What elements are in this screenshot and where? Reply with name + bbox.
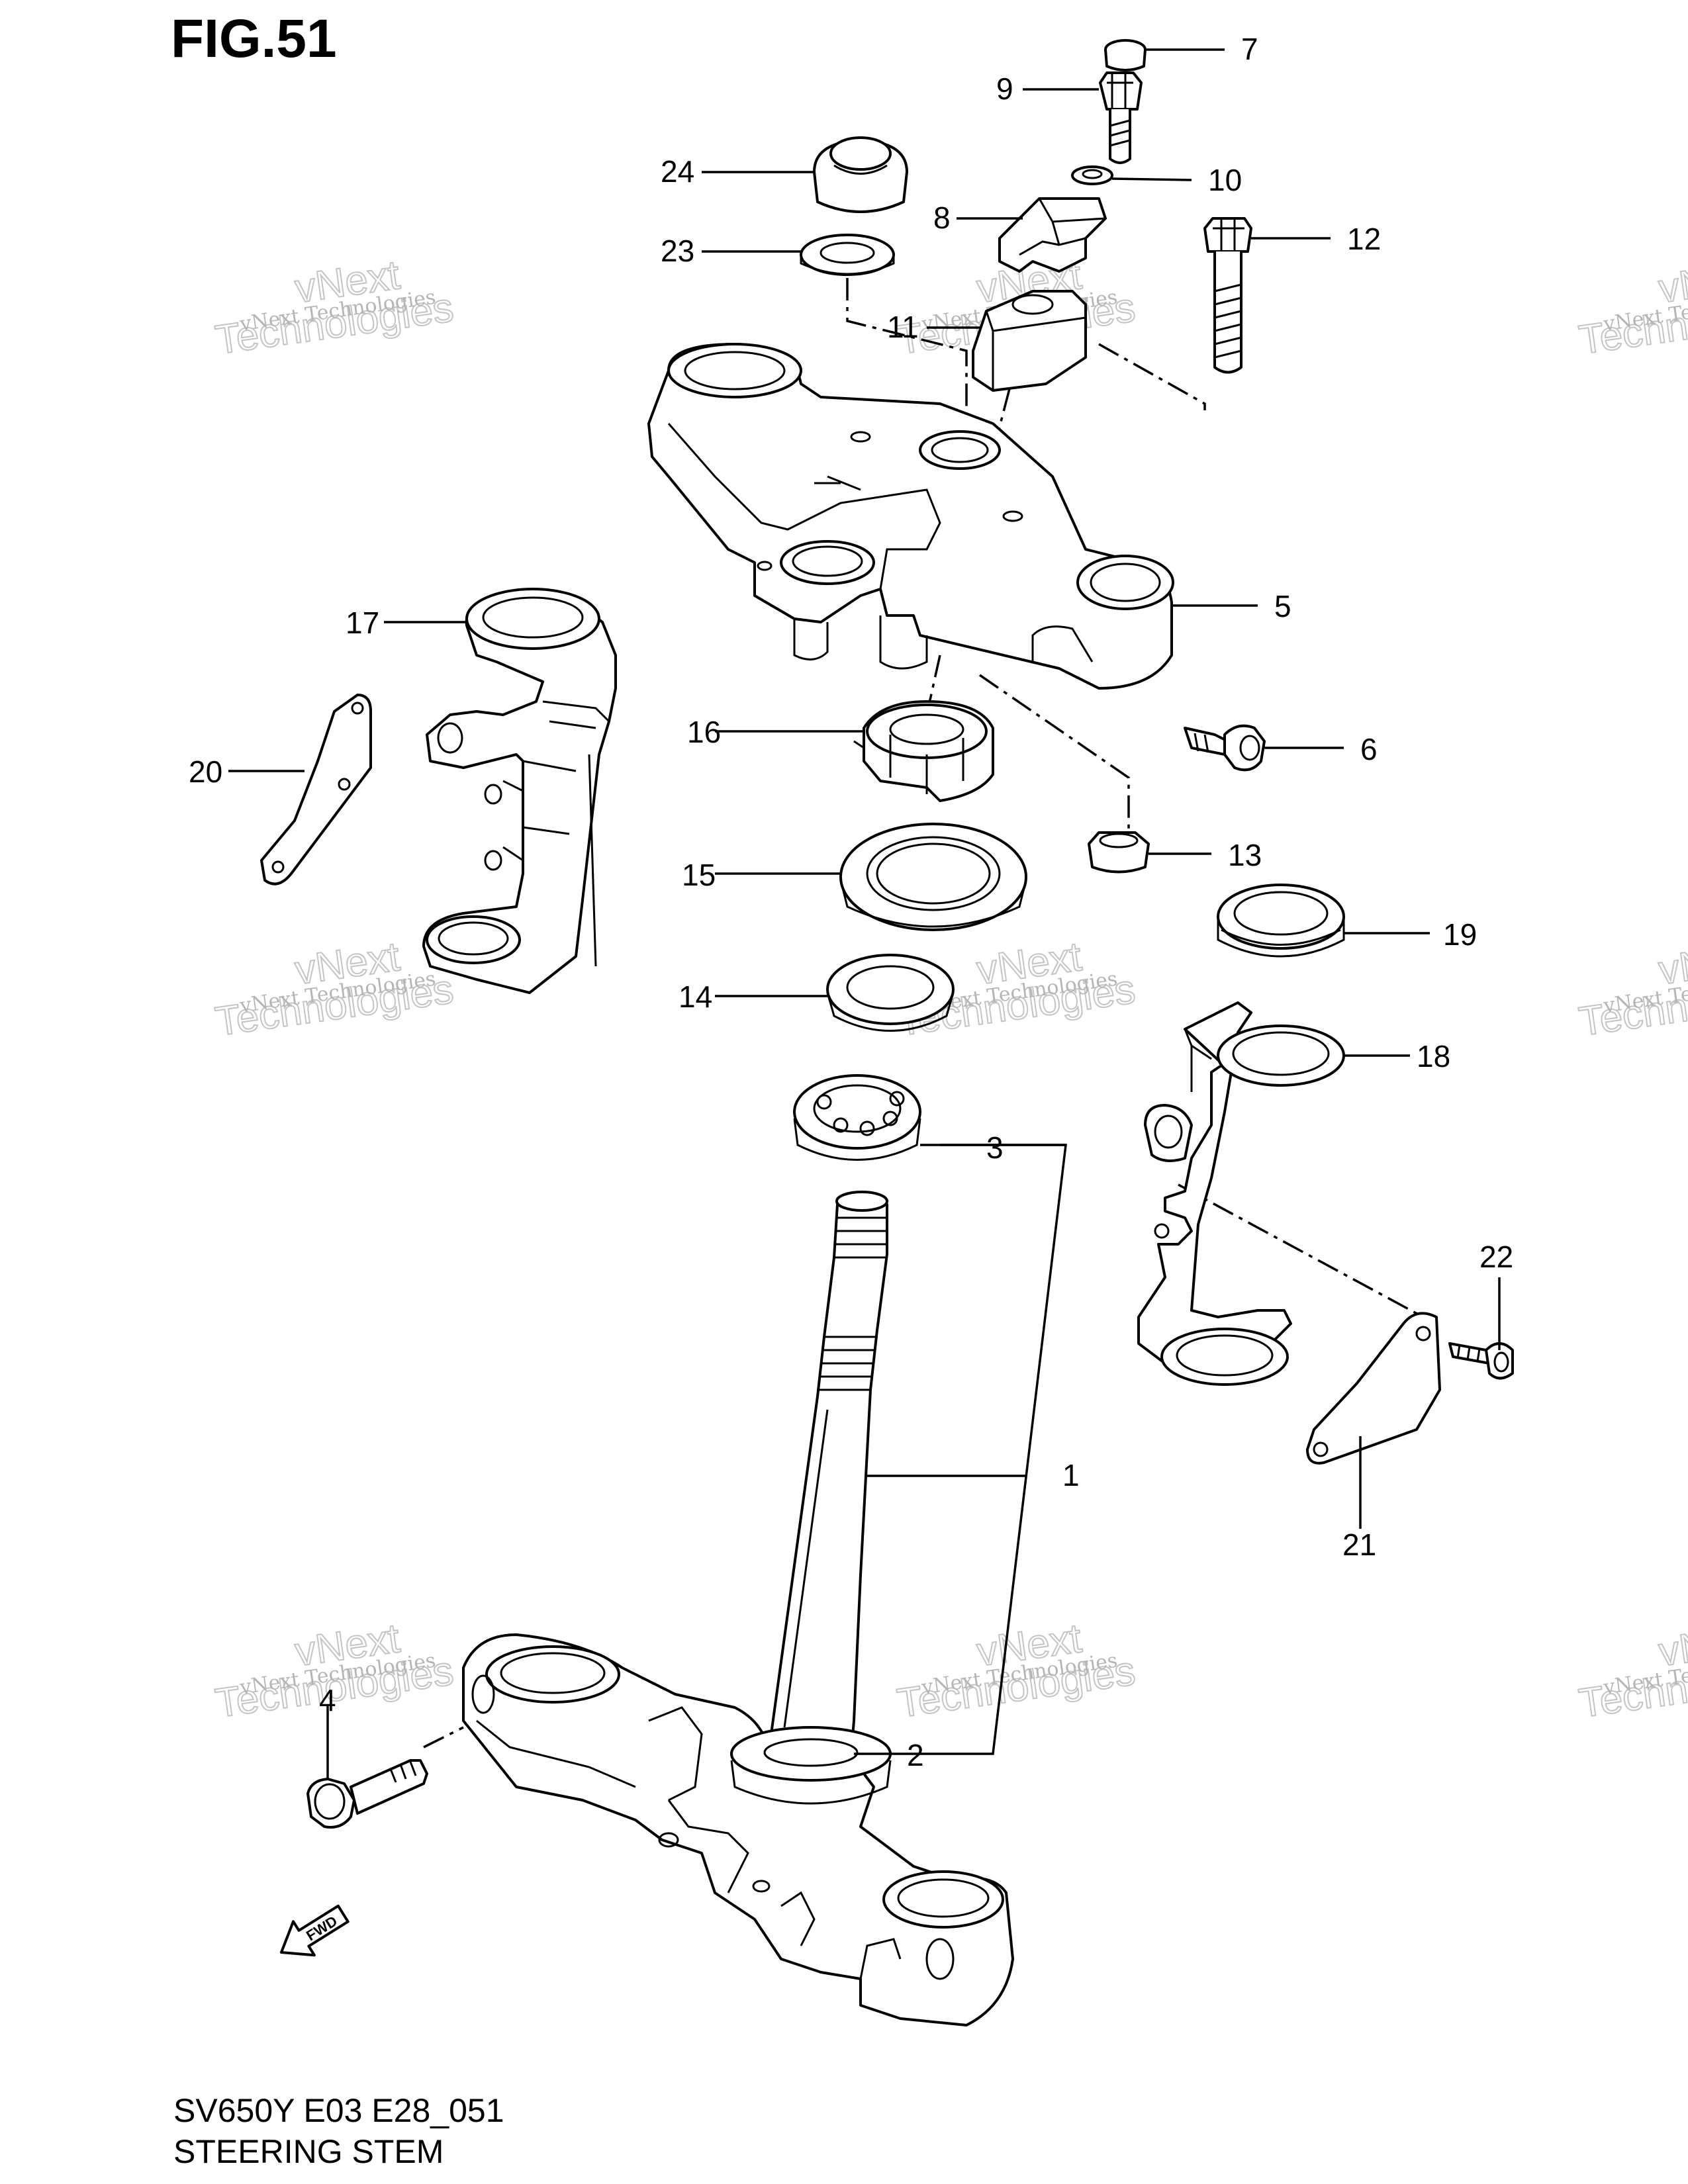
callout-12: 12 [1347, 222, 1381, 256]
part-3-bearing [793, 1074, 921, 1161]
part-23-washer [800, 234, 895, 276]
callout-22: 22 [1479, 1240, 1513, 1274]
callouts: 7 9 10 8 12 24 23 11 5 6 13 16 15 14 19 … [189, 32, 1513, 1772]
part-22-screw [1448, 1342, 1514, 1380]
callout-5: 5 [1274, 589, 1291, 623]
callout-23: 23 [661, 234, 694, 268]
callout-18: 18 [1417, 1039, 1450, 1073]
watermark: Technologies vNext vNext Technologies [1575, 251, 1688, 364]
watermark: Technologies vNext vNext Technologies [212, 251, 457, 364]
part-24-cap-nut [813, 136, 908, 213]
part-10-washer [1071, 165, 1113, 185]
part-9-bolt [1099, 71, 1143, 164]
callout-10: 10 [1208, 163, 1242, 197]
callout-9: 9 [996, 71, 1013, 106]
callout-4: 4 [319, 1683, 336, 1717]
figure-caption: STEERING STEM [173, 2133, 444, 2170]
callout-3: 3 [986, 1130, 1004, 1165]
watermark: Technologies vNext vNext Technologies [1575, 933, 1688, 1046]
part-12-bolt [1203, 217, 1252, 374]
figure-title: FIG.51 [171, 9, 337, 69]
callout-6: 6 [1360, 732, 1378, 766]
leader-lines [228, 48, 1501, 1779]
fwd-arrow-icon: FWD [280, 1904, 350, 1957]
part-6-bolt [1184, 724, 1266, 772]
part-20-plate [260, 694, 372, 886]
callout-20: 20 [189, 754, 222, 789]
part-8-holder-upper [998, 197, 1107, 273]
part-18-right-bracket [1137, 1001, 1345, 1386]
watermark: Technologies vNext vNext Technologies [1575, 1615, 1688, 1727]
part-21-plate [1306, 1312, 1441, 1465]
part-5-upper-bracket [647, 343, 1174, 690]
callout-21: 21 [1342, 1527, 1376, 1562]
callout-16: 16 [687, 715, 721, 749]
callout-8: 8 [933, 201, 951, 235]
callout-7: 7 [1241, 32, 1258, 66]
callout-11: 11 [887, 310, 919, 344]
model-code: SV650Y E03 E28_051 [173, 2092, 504, 2129]
callout-1: 1 [1062, 1458, 1080, 1492]
part-7-cap [1104, 39, 1147, 71]
part-13-nut [1088, 831, 1150, 874]
watermark: Technologies vNext vNext Technologies [894, 1615, 1139, 1727]
callout-15: 15 [682, 858, 716, 892]
callout-13: 13 [1228, 838, 1262, 872]
part-19-seal [1217, 884, 1345, 958]
part-15-seal [839, 823, 1027, 931]
part-17-left-bracket [422, 588, 617, 994]
watermark: Technologies vNext vNext Technologies [212, 933, 457, 1046]
callout-19: 19 [1443, 917, 1477, 952]
callout-14: 14 [679, 979, 712, 1014]
part-4-bolt [306, 1759, 428, 1829]
callout-17: 17 [346, 606, 379, 640]
callout-24: 24 [661, 154, 694, 189]
part-14-race [826, 954, 955, 1032]
part-16-steering-nut [853, 700, 994, 802]
part-11-holder-lower [972, 290, 1087, 392]
lower-bracket [462, 1633, 1014, 2026]
callout-2: 2 [907, 1738, 924, 1772]
